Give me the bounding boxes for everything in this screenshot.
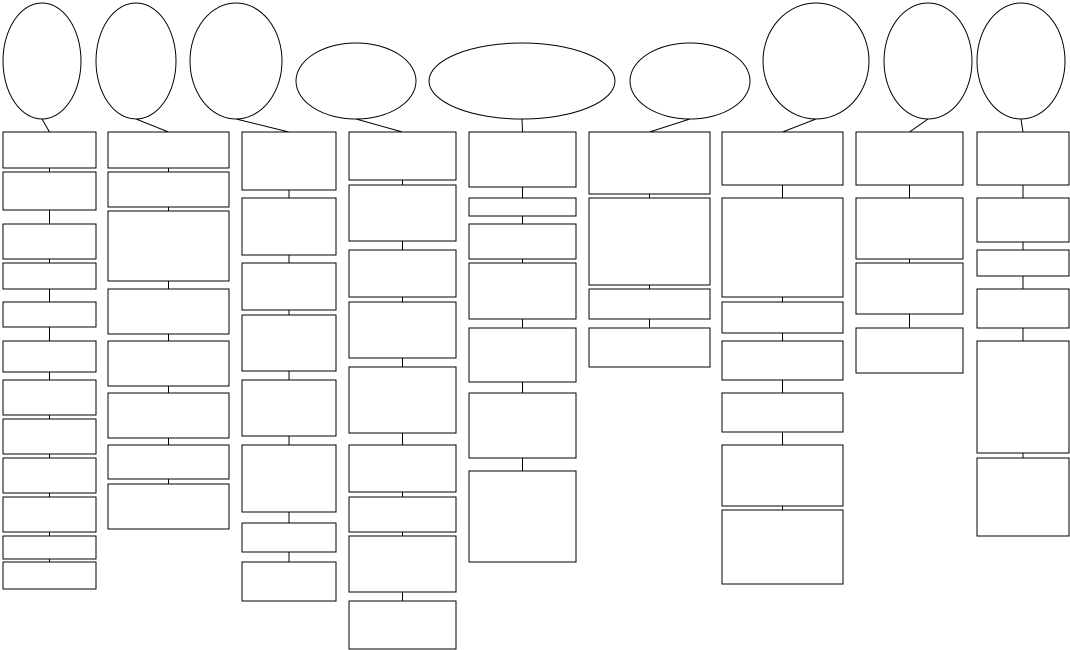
node-box	[721, 131, 844, 186]
category-header-ellipse	[762, 2, 870, 120]
node-box	[2, 223, 97, 260]
node-box	[468, 197, 577, 217]
node-box	[2, 535, 97, 560]
node-box	[241, 379, 337, 437]
node-box	[976, 197, 1070, 243]
header-connector	[41, 118, 50, 133]
header-connector	[521, 118, 523, 133]
node-box	[721, 197, 844, 298]
header-connector	[135, 118, 169, 133]
node-box	[855, 131, 964, 186]
node-box	[468, 392, 577, 459]
node-box	[721, 340, 844, 381]
node-box	[348, 535, 457, 593]
node-box	[976, 288, 1070, 329]
node-box	[348, 301, 457, 359]
node-box	[721, 392, 844, 433]
node-box	[855, 327, 964, 374]
node-box	[2, 496, 97, 533]
node-box	[468, 223, 577, 260]
node-box	[107, 444, 230, 480]
node-box	[468, 131, 577, 188]
node-box	[2, 131, 97, 169]
category-header-ellipse	[629, 42, 751, 120]
node-box	[241, 522, 337, 553]
node-box	[348, 600, 457, 650]
node-box	[976, 131, 1070, 186]
node-box	[588, 288, 711, 320]
node-box	[107, 392, 230, 439]
node-box	[468, 470, 577, 563]
category-header-ellipse	[295, 42, 417, 120]
node-box	[348, 444, 457, 493]
node-box	[348, 184, 457, 242]
node-box	[2, 561, 97, 590]
node-box	[2, 379, 97, 416]
node-box	[348, 366, 457, 434]
node-box	[107, 210, 230, 282]
node-box	[241, 197, 337, 256]
category-header-ellipse	[2, 2, 82, 120]
node-box	[2, 457, 97, 494]
node-box	[107, 131, 230, 169]
category-header-ellipse	[976, 2, 1066, 120]
node-box	[348, 131, 457, 181]
node-box	[241, 561, 337, 602]
node-box	[241, 314, 337, 372]
node-box	[855, 262, 964, 315]
category-header-ellipse	[189, 2, 283, 120]
node-box	[107, 340, 230, 387]
category-header-ellipse	[883, 2, 973, 120]
node-box	[348, 249, 457, 298]
node-box	[855, 197, 964, 260]
node-box	[241, 131, 337, 191]
node-box	[721, 509, 844, 585]
node-box	[721, 444, 844, 507]
node-box	[2, 171, 97, 211]
node-box	[468, 327, 577, 383]
node-box	[588, 327, 711, 368]
node-box	[588, 131, 711, 195]
node-box	[721, 301, 844, 334]
header-connector	[355, 118, 403, 133]
header-connector	[909, 118, 929, 133]
node-box	[241, 262, 337, 311]
node-box	[107, 483, 230, 530]
node-box	[2, 301, 97, 328]
header-connector	[649, 118, 691, 133]
node-box	[468, 262, 577, 320]
node-box	[348, 496, 457, 533]
node-box	[976, 340, 1070, 454]
node-box	[2, 418, 97, 455]
node-box	[241, 444, 337, 513]
node-box	[976, 457, 1070, 537]
node-box	[976, 249, 1070, 277]
header-connector	[782, 118, 817, 133]
header-connector	[235, 118, 290, 133]
node-box	[2, 340, 97, 373]
node-box	[2, 262, 97, 290]
node-box	[107, 288, 230, 335]
node-box	[107, 171, 230, 208]
node-box	[588, 197, 711, 286]
category-header-ellipse	[95, 2, 177, 120]
category-header-ellipse	[428, 42, 616, 120]
header-connector	[1020, 118, 1024, 133]
